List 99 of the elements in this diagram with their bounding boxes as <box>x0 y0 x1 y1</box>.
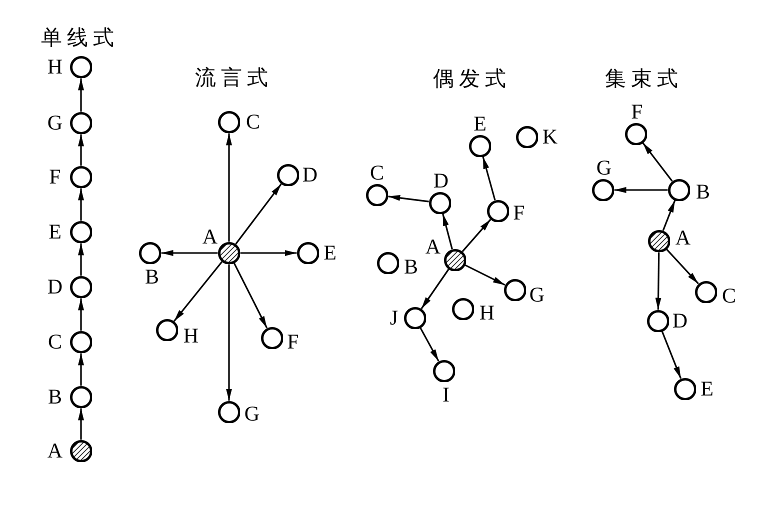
node-circle <box>138 242 162 264</box>
arrow <box>235 183 282 245</box>
node-circle <box>592 178 614 202</box>
node-letter: D <box>47 276 63 298</box>
node-letter: A <box>202 226 218 248</box>
node-circle <box>428 192 452 214</box>
node-letter: J <box>390 308 398 328</box>
node-circle <box>486 200 510 222</box>
node-circle <box>70 330 92 354</box>
node-letter: K <box>542 126 558 148</box>
node-circle <box>70 112 92 134</box>
node-letter: B <box>404 256 418 278</box>
diagram-heading: 流言式 <box>195 68 273 88</box>
node-circle <box>260 326 284 350</box>
arrow <box>642 142 673 182</box>
node-letter: F <box>631 102 643 122</box>
node-circle <box>218 110 240 134</box>
node-circle <box>70 386 92 408</box>
node-letter: E <box>48 222 62 242</box>
arrow <box>78 78 84 112</box>
arrow <box>464 264 506 286</box>
arrow <box>462 218 492 252</box>
node-letter: A <box>425 236 441 258</box>
node-letter: A <box>675 228 691 248</box>
diagram-heading: 偶发式 <box>433 68 511 90</box>
node-circle <box>452 298 474 320</box>
node-letter: F <box>287 332 299 352</box>
node-circle <box>296 242 320 264</box>
node-letter: C <box>246 112 260 132</box>
arrow <box>226 133 232 242</box>
node-circle <box>668 178 690 202</box>
node-letter: D <box>302 164 318 186</box>
node-letter: A <box>47 440 63 462</box>
arrow <box>78 298 84 331</box>
node-letter: C <box>48 332 62 352</box>
arrow <box>482 156 496 200</box>
node-circle <box>376 252 400 274</box>
node-letter: G <box>47 112 63 134</box>
node-letter: G <box>244 404 260 424</box>
node-letter: B <box>696 182 710 202</box>
diagram-heading: 单线式 <box>41 28 119 48</box>
arrow <box>173 261 223 322</box>
arrow <box>614 187 668 193</box>
arrow <box>662 200 676 231</box>
node-circle <box>404 306 426 330</box>
diagram-heading: 集束式 <box>605 68 683 90</box>
node-circle <box>70 220 92 244</box>
arrow <box>661 331 682 379</box>
node-letter: D <box>433 170 449 192</box>
node-circle <box>70 56 92 78</box>
arrow <box>233 262 268 328</box>
arrow <box>78 243 84 276</box>
arrow <box>78 353 84 386</box>
arrow <box>655 252 662 310</box>
arrow <box>78 408 84 440</box>
node-circle <box>432 360 456 382</box>
node-letter: H <box>479 302 495 324</box>
node-circle <box>70 276 92 298</box>
node-letter: F <box>49 166 61 188</box>
node-circle <box>516 126 538 148</box>
arrow <box>442 214 453 250</box>
arrow <box>420 268 450 310</box>
arrow <box>226 264 232 401</box>
arrow <box>78 188 84 221</box>
node-circle-hatched <box>70 440 92 462</box>
node-circle-hatched <box>648 230 670 252</box>
node-circle <box>156 318 178 342</box>
node-letter: H <box>47 56 63 78</box>
node-circle <box>624 122 648 146</box>
node-letter: C <box>722 286 736 306</box>
node-circle <box>504 278 526 302</box>
node-circle <box>468 134 492 158</box>
node-circle <box>276 164 300 186</box>
node-letter: F <box>513 202 525 224</box>
arrow <box>420 327 440 362</box>
node-circle <box>218 400 240 424</box>
arrow <box>78 134 84 166</box>
node-circle-hatched <box>218 242 240 264</box>
node-letter: E <box>474 114 486 134</box>
node-letter: G <box>529 284 545 306</box>
node-circle-hatched <box>444 248 466 272</box>
node-letter: I <box>442 384 450 406</box>
node-circle <box>70 166 92 188</box>
node-circle <box>366 184 388 206</box>
node-letter: B <box>48 386 62 408</box>
node-letter: E <box>324 242 336 264</box>
node-letter: C <box>370 162 384 184</box>
node-letter: B <box>145 266 159 288</box>
node-letter: G <box>596 158 612 178</box>
node-circle <box>674 378 696 400</box>
arrow <box>388 194 429 202</box>
node-letter: H <box>183 326 199 346</box>
node-circle <box>646 310 670 332</box>
node-letter: D <box>672 310 688 332</box>
arrow <box>161 250 218 256</box>
arrow <box>240 250 297 256</box>
arrow <box>666 248 699 284</box>
node-circle <box>694 280 718 304</box>
node-letter: E <box>700 378 714 400</box>
